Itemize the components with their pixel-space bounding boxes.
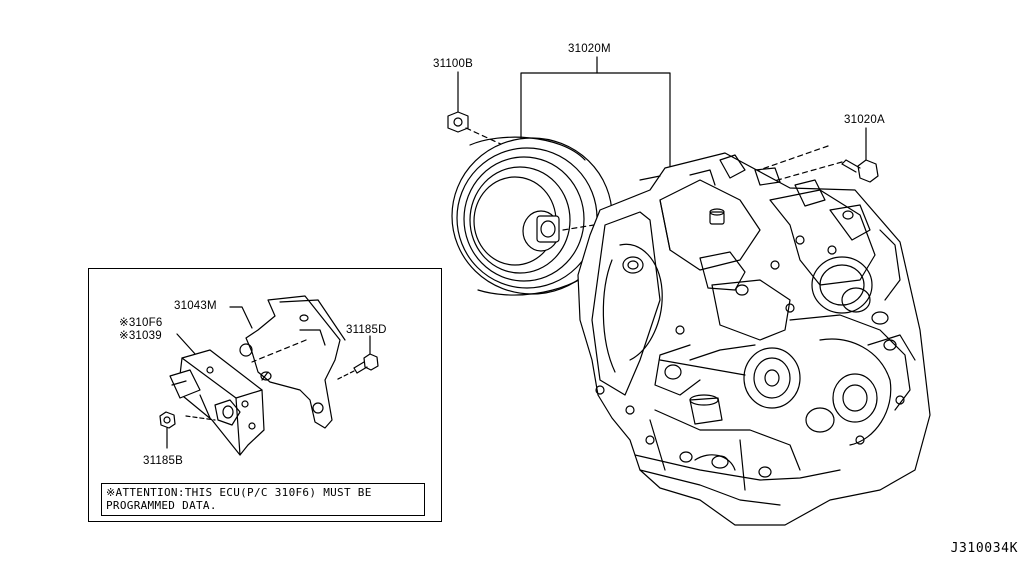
transmission-housing — [577, 152, 931, 526]
label-ecu-code-2: ※31039 — [119, 330, 162, 342]
bracket-bolt-part — [335, 335, 379, 381]
label-transmission-bolt: 31020A — [844, 114, 885, 126]
label-bracket: 31043M — [174, 300, 217, 312]
ecu-leader — [176, 333, 197, 356]
label-bracket-bolt: 31185D — [346, 324, 387, 336]
assembly-leader — [520, 56, 671, 169]
bracket-leader — [229, 306, 253, 329]
label-flywheel-nut: 31100B — [433, 58, 473, 70]
label-ecu-bolt: 31185B — [143, 455, 183, 467]
attention-note-line-1: ※ATTENTION:THIS ECU(P/C 310F6) MUST BE — [106, 486, 372, 499]
diagram-code: J310034K — [950, 541, 1018, 556]
attention-note-line-2: PROGRAMMED DATA. — [106, 499, 217, 512]
label-transmission-assembly: 31020M — [568, 43, 611, 55]
ecu-bolt-part — [159, 411, 176, 449]
label-ecu-code-1: ※310F6 — [119, 317, 163, 329]
flywheel-nut-part — [447, 71, 506, 147]
attention-note: ※ATTENTION:THIS ECU(P/C 310F6) MUST BE P… — [101, 483, 425, 516]
bracket-part — [239, 295, 346, 429]
ecu-part — [169, 349, 265, 456]
ecu-inset-frame — [88, 268, 442, 522]
